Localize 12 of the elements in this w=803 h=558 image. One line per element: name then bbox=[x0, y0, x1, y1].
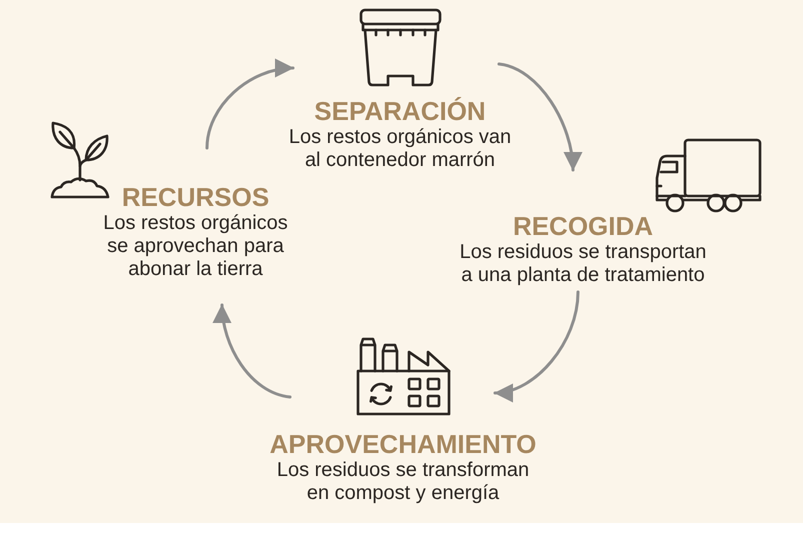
stage-title: APROVECHAMIENTO bbox=[270, 429, 536, 459]
cycle-arrow bbox=[206, 60, 294, 150]
stage-title: RECOGIDA bbox=[512, 211, 654, 241]
cycle-arrow bbox=[498, 62, 582, 172]
cycle-arrow bbox=[494, 290, 580, 401]
stage-description: Los residuos se transforman en compost y energía bbox=[276, 459, 530, 505]
stage-title: SEPARACIÓN bbox=[314, 96, 486, 126]
stage-description: Los restos orgánicos van al contenedor marrón bbox=[288, 126, 512, 172]
stage-description: Los residuos se transportan a una planta de tratamiento bbox=[458, 241, 708, 287]
stage-description: Los restos orgánicos se aprovechan para abonar la tierra bbox=[102, 212, 289, 281]
cycle-arrow bbox=[214, 304, 292, 398]
stage-title: RECURSOS bbox=[122, 182, 270, 212]
